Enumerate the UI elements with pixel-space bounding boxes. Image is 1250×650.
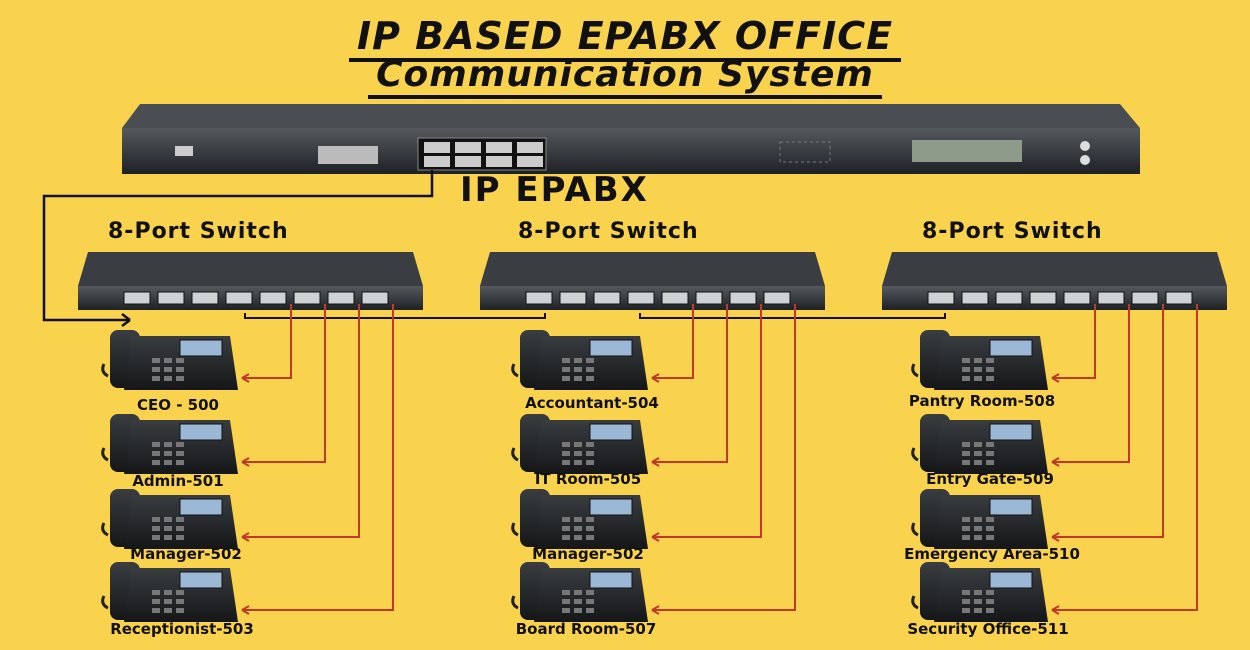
switch-port: [1165, 291, 1193, 305]
title-line-1: IP BASED EPABX OFFICE: [0, 14, 1250, 62]
uplink-cable: [42, 170, 434, 322]
switch-port: [927, 291, 955, 305]
phone-cable: [1052, 304, 1164, 538]
phone-label: Manager-502: [532, 545, 644, 563]
switch-port: [627, 291, 655, 305]
phone-cable: [1052, 304, 1198, 611]
switch-port: [1097, 291, 1125, 305]
phone-cable: [242, 304, 394, 611]
switch-link-1: [244, 313, 546, 319]
switch-port: [961, 291, 989, 305]
epabx-ports: [417, 137, 547, 171]
phone-cable: [242, 304, 292, 379]
phone-label: Admin-501: [132, 472, 224, 490]
phone-cable: [1052, 304, 1096, 379]
switch-link-2: [639, 313, 946, 319]
switch-label-1: 8-Port Switch: [108, 219, 289, 244]
switch-port: [361, 291, 389, 305]
phone-cable: [652, 304, 728, 463]
ip-phone: [911, 330, 1048, 390]
ip-phone: [511, 562, 648, 622]
switch-label-2: 8-Port Switch: [518, 219, 699, 244]
switch-port: [695, 291, 723, 305]
ip-phone: [101, 414, 238, 474]
phone-label: Board Room-507: [515, 620, 657, 638]
switch-port: [763, 291, 791, 305]
switch-2: [480, 252, 825, 310]
ip-phone: [101, 562, 238, 622]
phone-label: Pantry Room-508: [908, 392, 1056, 410]
ip-phone: [101, 330, 238, 390]
phone-label: Manager-502: [130, 545, 242, 563]
phone-label: IT Room-505: [534, 470, 642, 488]
ip-phone: [911, 489, 1048, 549]
phone-label: Entry Gate-509: [926, 470, 1054, 488]
switch-3: [882, 252, 1227, 310]
switch-port: [327, 291, 355, 305]
switch-port: [1131, 291, 1159, 305]
ip-phone: [911, 562, 1048, 622]
epabx-lcd: [912, 140, 1022, 162]
switch-port: [729, 291, 757, 305]
phone-cable: [652, 304, 694, 379]
phone-cable: [242, 304, 326, 463]
phone-label: Security Office-511: [907, 620, 1069, 638]
phone-cable: [652, 304, 762, 538]
switch-port: [225, 291, 253, 305]
phone-label: Emergency Area-510: [904, 545, 1080, 563]
phone-label: CEO - 500: [137, 396, 219, 414]
switch-port: [123, 291, 151, 305]
ip-phone: [101, 489, 238, 549]
switch-port: [559, 291, 587, 305]
switch-port: [191, 291, 219, 305]
phone-cable: [242, 304, 360, 538]
phone-label: Receptionist-503: [110, 620, 254, 638]
switch-port: [1063, 291, 1091, 305]
ip-phone: [511, 330, 648, 390]
switch-1: [78, 252, 423, 310]
epabx-unit: [122, 104, 1140, 174]
switch-port: [259, 291, 287, 305]
switch-port: [995, 291, 1023, 305]
ip-phone: [511, 489, 648, 549]
phone-label: Accountant-504: [525, 394, 659, 412]
switch-port: [525, 291, 553, 305]
ip-phone: [511, 414, 648, 474]
switch-port: [157, 291, 185, 305]
switch-port: [293, 291, 321, 305]
switch-port: [1029, 291, 1057, 305]
switch-label-3: 8-Port Switch: [922, 219, 1103, 244]
title-line-2: Communication System: [0, 54, 1250, 99]
ip-phone: [911, 414, 1048, 474]
epabx-label: IP EPABX: [460, 170, 649, 210]
switch-port: [593, 291, 621, 305]
switch-port: [661, 291, 689, 305]
phone-cable: [1052, 304, 1130, 463]
phone-cable: [652, 304, 796, 611]
